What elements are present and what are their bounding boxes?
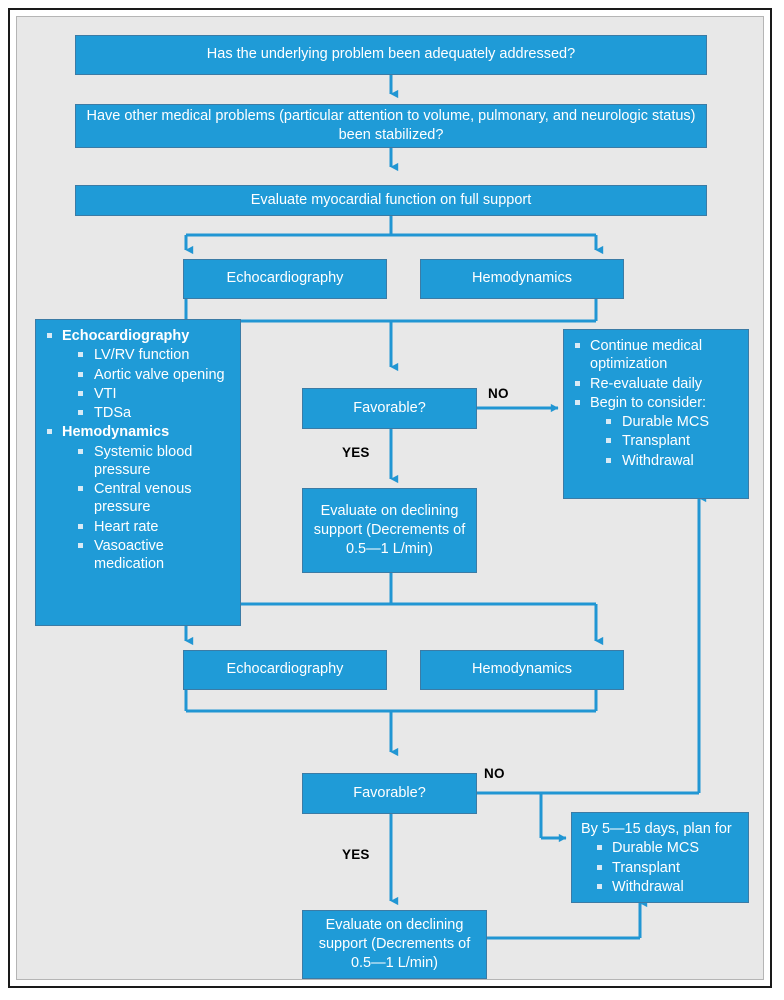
square-bullet-icon [597,883,602,889]
legend-subitem: TDSa [76,404,231,422]
legend-subitem-label: VTI [94,385,117,402]
plan-box-heading: By 5—15 days, plan for [581,821,732,837]
node-favorable-1[interactable]: Favorable? [302,388,477,429]
square-bullet-icon [597,864,602,870]
figure-inner-border: Has the underlying problem been adequate… [16,16,764,980]
legend-subitem: Central venous pressure [76,480,231,517]
square-bullet-icon [47,333,52,338]
continue-subitem: Transplant [604,432,739,450]
node-continue-medical-optimization[interactable]: Continue medical optimization Re-evaluat… [563,329,749,499]
node-hemodynamics-1[interactable]: Hemodynamics [420,259,624,299]
continue-subitem-label: Durable MCS [622,414,710,431]
plan-item: Withdrawal [595,878,739,896]
legend-sublist-echo: LV/RV function Aortic valve opening VTI [62,346,231,422]
legend-list: Echocardiography LV/RV function Aortic v… [45,327,231,573]
legend-subitem: Vasoactive medication [76,537,231,574]
node-evaluate-myocardial-function[interactable]: Evaluate myocardial function on full sup… [75,185,707,216]
node-label: Evaluate myocardial function on full sup… [250,191,532,208]
edge-label-no-2: NO [484,766,505,781]
flowchart-canvas: Has the underlying problem been adequate… [17,17,763,979]
node-label: Hemodynamics [472,270,572,287]
plan-list: Durable MCS Transplant Withdrawal [581,839,739,896]
continue-sublist: Durable MCS Transplant Withdrawal [590,413,739,470]
square-bullet-icon [606,438,611,444]
continue-item: Begin to consider: Durable MCS Transplan… [573,394,739,470]
legend-sublist-hemo: Systemic blood pressure Central venous p… [62,443,231,574]
edge-label-no-1: NO [488,386,509,401]
node-label: Echocardiography [226,270,344,287]
square-bullet-icon [78,352,83,358]
continue-list: Continue medical optimization Re-evaluat… [573,337,739,470]
node-other-medical-problems[interactable]: Have other medical problems (particular … [75,104,707,148]
node-hemodynamics-2[interactable]: Hemodynamics [420,650,624,690]
legend-subitem: Systemic blood pressure [76,443,231,480]
node-label: Hemodynamics [472,661,572,678]
continue-item-label: Begin to consider: [590,394,707,411]
continue-subitem-label: Withdrawal [622,452,694,469]
node-label: Favorable? [353,399,426,416]
legend-subitem-label: Systemic blood pressure [94,443,193,478]
continue-item: Continue medical optimization [573,337,739,374]
plan-item-label: Withdrawal [612,878,684,895]
legend-subitem-label: LV/RV function [94,347,190,364]
node-evaluate-declining-support-2[interactable]: Evaluate on declining support (Decrement… [302,910,487,979]
legend-subitem-label: TDSa [94,405,132,422]
node-label: Favorable? [353,784,426,801]
square-bullet-icon [78,371,83,377]
square-bullet-icon [78,523,83,529]
node-plan-for-destination[interactable]: By 5—15 days, plan for Durable MCS Trans… [571,812,749,903]
continue-subitem: Withdrawal [604,452,739,470]
continue-item: Re-evaluate daily [573,375,739,393]
edge-label-yes-1: YES [342,445,370,460]
legend-item-label: Echocardiography [62,328,190,344]
plan-item-label: Transplant [612,859,680,876]
node-label: Has the underlying problem been adequate… [206,46,576,63]
square-bullet-icon [575,343,580,348]
legend-subitem-label: Aortic valve opening [94,366,225,383]
square-bullet-icon [78,410,83,416]
continue-subitem: Durable MCS [604,413,739,431]
legend-item-echocardiography: Echocardiography LV/RV function Aortic v… [45,327,231,422]
square-bullet-icon [78,542,83,548]
square-bullet-icon [606,457,611,463]
node-label: Echocardiography [226,661,344,678]
square-bullet-icon [575,380,580,386]
legend-subitem-label: Central venous pressure [94,481,192,516]
figure-frame: Has the underlying problem been adequate… [8,8,772,988]
node-assessment-parameters-legend[interactable]: Echocardiography LV/RV function Aortic v… [35,319,241,626]
continue-item-label: Continue medical optimization [590,338,703,373]
plan-item: Transplant [595,859,739,877]
node-label: Evaluate on declining support (Decrement… [313,502,466,558]
node-has-underlying-problem[interactable]: Has the underlying problem been adequate… [75,35,707,75]
node-evaluate-declining-support-1[interactable]: Evaluate on declining support (Decrement… [302,488,477,573]
square-bullet-icon [78,390,83,396]
node-echocardiography-1[interactable]: Echocardiography [183,259,387,299]
node-label: Evaluate on declining support (Decrement… [318,916,471,972]
legend-subitem: VTI [76,385,231,403]
legend-item-label: Hemodynamics [62,424,170,441]
legend-subitem: Heart rate [76,518,231,536]
node-echocardiography-2[interactable]: Echocardiography [183,650,387,690]
legend-subitem-label: Vasoactive medication [94,537,165,573]
square-bullet-icon [606,419,611,425]
plan-item: Durable MCS [595,839,739,857]
node-favorable-2[interactable]: Favorable? [302,773,477,814]
square-bullet-icon [78,486,83,492]
plan-item-label: Durable MCS [612,840,700,857]
legend-subitem-label: Heart rate [94,518,159,535]
legend-item-hemodynamics: Hemodynamics Systemic blood pressure Cen… [45,423,231,573]
square-bullet-icon [597,845,602,851]
continue-item-label: Re-evaluate daily [590,375,703,392]
continue-subitem-label: Transplant [622,433,690,450]
square-bullet-icon [78,448,83,454]
legend-subitem: LV/RV function [76,346,231,364]
legend-subitem: Aortic valve opening [76,366,231,384]
square-bullet-icon [47,429,52,435]
node-label: Have other medical problems (particular … [86,107,696,143]
square-bullet-icon [575,399,580,405]
edge-label-yes-2: YES [342,847,370,862]
